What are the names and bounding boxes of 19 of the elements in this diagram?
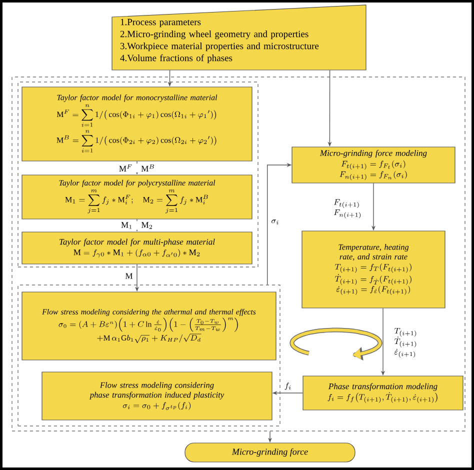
output-oval: Micro-grinding force <box>184 442 356 462</box>
edge-label: $\mathrm{M}^{F}\quad \mathrm{M}^{B}$ <box>118 164 156 172</box>
edge-label: $\sigma_i$ <box>270 218 280 226</box>
process-box: Phase transformation modeling $f_i = f_f\big(T_{(i+1)}, \dot T_{(i+1)}, \dot\varepsilon_{(i+1)}\big)$ <box>302 376 464 410</box>
edge-label: $\mathrm{M}$ <box>124 272 134 280</box>
dashed-frame <box>12 76 466 432</box>
process-box: Taylor factor model for monocrystalline material $\mathrm{M}^{F} = \sum_{i=1}^{n} 1/\big(\cos(\Phi_{1i}+\varphi_1)\cos(\Omega_{1i}+\varphi_1{}')\big)$ $\mathrm{M}^{B} = \sum_{i=1}^{n} 1/\big(\cos(\Phi_{2i}+\varphi_2)\cos(\Omega_{2i}+\varphi_2{}')\big)$ <box>22 86 252 162</box>
input-box: 1.Process parameters 2.Micro-grinding wheel geometry and properties 3.Workpiece material properties and microstructure 4.Volume fractions of phases <box>112 4 366 70</box>
process-box: Taylor factor model for polycrystalline material $\mathrm{M}_1 = \sum_{j=1}^{m} f_j * \mathrm{M}_i^{F}; \quad \mathrm{M}_2 = \sum_{j=1}^{m} f_j * \mathrm{M}_i^{B}$ <box>22 174 252 220</box>
process-box: Temperature, heating rate, and strain rate $T_{(i+1)} = f_T(F_{t(i+1)})$ $\dot T_{(i+1)} = f_{\dot T}(F_{t(i+1)})$ $\dot\varepsilon_{(i+1)} = f_{\dot\varepsilon}(F_{t(i+1)})$ <box>302 230 446 308</box>
edge-label: $f_i$ <box>283 382 293 391</box>
process-box: Flow stress modeling considering phase transformation induced plasticity $\sigma_i = \sigma_0 + f_{\sigma^{tp}}(f_i)$ <box>42 372 272 420</box>
dashed-frame <box>18 284 280 426</box>
dashed-frame <box>18 82 258 268</box>
edge-label: $\begin{array}{l}T_{(i+1)}\\ \dot T_{(i+1)}\\ \dot\varepsilon_{(i+1)}\end{array}$ <box>388 325 424 359</box>
process-box: Taylor factor model for multi-phase material $\mathrm{M} = f_{\gamma 0} * \mathrm{M}_1 + (f_{\alpha 0} + f_{\alpha' 0}) * \mathrm{M}_2$ <box>22 232 252 264</box>
process-box: Micro-grinding force modeling $F_{t(i+1)} = f_{F_t}(\sigma_i)$ $F_{n(i+1)} = f_{F_n}(\sigma_i)$ <box>292 146 456 184</box>
edge-label: $\mathrm{M}_1\quad \mathrm{M}_2$ <box>120 221 154 230</box>
edge-label: $\begin{array}{l}F_{t(i+1)}\\ F_{n(i+1)}\end{array}$ <box>328 196 368 220</box>
